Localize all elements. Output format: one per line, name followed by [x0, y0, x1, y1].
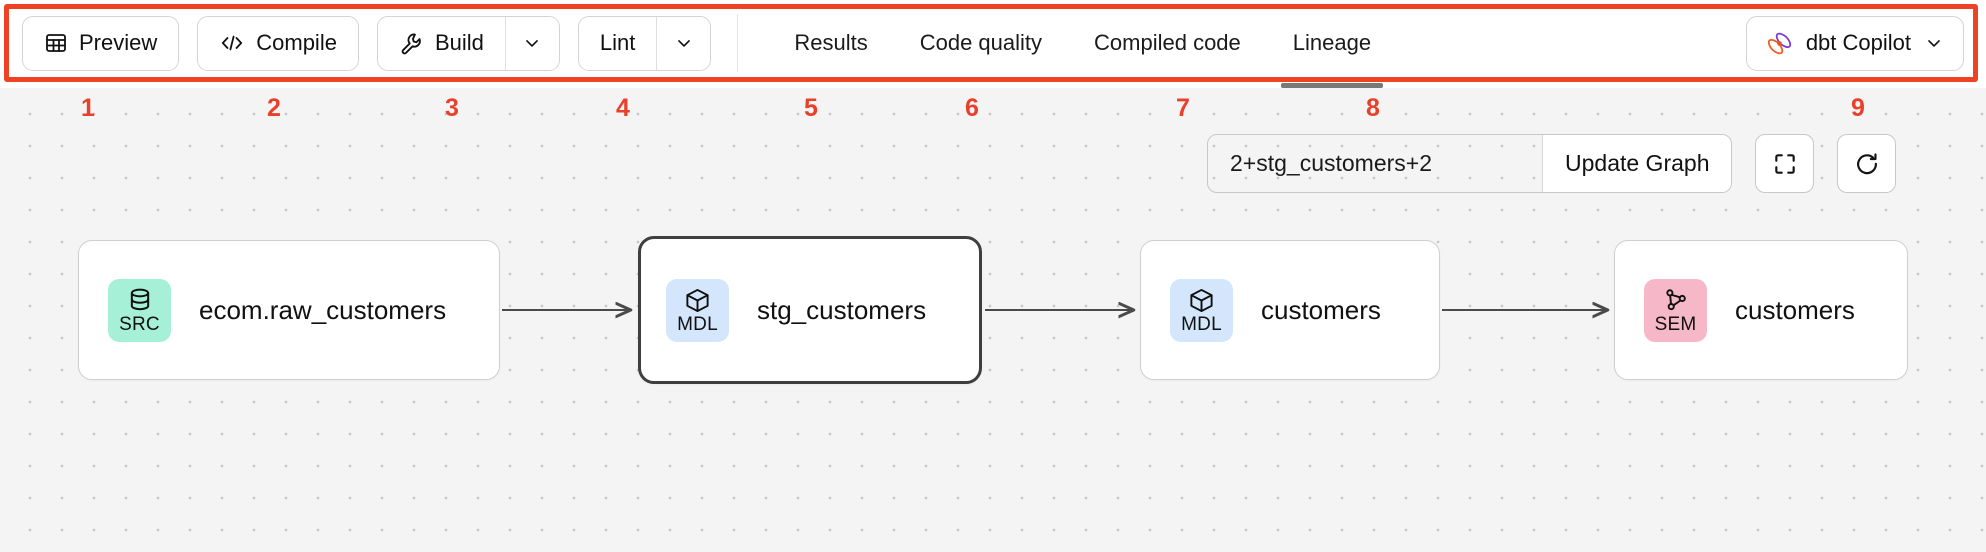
build-button-group: Build	[376, 15, 560, 71]
dbt-copilot-button[interactable]: dbt Copilot	[1745, 15, 1964, 71]
cube-icon	[1188, 287, 1215, 314]
node-selector-input[interactable]	[1208, 135, 1542, 192]
compile-button[interactable]: Compile	[198, 16, 358, 70]
refresh-button[interactable]	[1837, 134, 1897, 193]
node-title-source: ecom.raw_customers	[199, 294, 447, 325]
node-title-customers-model: customers	[1261, 294, 1381, 325]
build-dropdown-toggle[interactable]	[504, 16, 559, 70]
node-title-customers-semantic: customers	[1735, 294, 1855, 325]
graph-controls: Update Graph	[1207, 134, 1897, 193]
wrench-icon	[399, 31, 424, 56]
annotation-marker: 1	[81, 94, 95, 122]
table-icon	[44, 31, 68, 55]
toolbar-divider	[737, 14, 739, 72]
chevron-down-icon	[522, 33, 542, 53]
tab-lineage[interactable]: Lineage	[1267, 0, 1397, 88]
database-icon	[126, 286, 154, 314]
preview-button[interactable]: Preview	[23, 16, 179, 70]
node-title-stg-customers: stg_customers	[757, 294, 927, 325]
build-button[interactable]: Build	[377, 16, 505, 70]
lineage-node-source[interactable]: SRC ecom.raw_customers	[78, 240, 500, 380]
badge-mdl-customers-label: MDL	[1181, 313, 1222, 335]
annotation-marker: 6	[965, 94, 979, 122]
annotation-marker: 8	[1366, 94, 1380, 122]
dbt-copilot-sparkle-icon	[1766, 30, 1793, 57]
tab-results[interactable]: Results	[794, 30, 868, 55]
lint-button-group: Lint	[577, 15, 712, 71]
refresh-icon	[1854, 151, 1880, 177]
editor-toolbar: Preview Compile	[0, 0, 1986, 88]
chevron-down-icon	[674, 33, 694, 53]
result-tabs: Results Code quality Compiled code Linea…	[768, 0, 1397, 88]
badge-mdl-customers: MDL	[1170, 278, 1233, 342]
badge-sem-label: SEM	[1654, 313, 1697, 335]
preview-button-group: Preview	[22, 15, 180, 71]
fit-to-screen-button[interactable]	[1755, 134, 1815, 193]
semantic-graph-icon	[1662, 287, 1689, 314]
badge-mdl-stg-label: MDL	[677, 313, 718, 335]
badge-src: SRC	[108, 278, 171, 342]
annotation-marker: 3	[445, 94, 459, 122]
code-brackets-icon	[219, 31, 245, 55]
cube-icon	[684, 287, 711, 314]
dbt-copilot-label: dbt Copilot	[1805, 30, 1911, 55]
badge-mdl-stg: MDL	[666, 278, 729, 342]
annotation-marker: 7	[1176, 94, 1190, 122]
tab-compiled-code[interactable]: Compiled code	[1094, 30, 1241, 55]
badge-src-label: SRC	[119, 314, 160, 335]
compile-button-label: Compile	[256, 30, 337, 55]
badge-sem: SEM	[1644, 278, 1707, 342]
preview-button-label: Preview	[79, 30, 158, 55]
lineage-node-stg-customers[interactable]: MDL stg_customers	[638, 236, 982, 384]
annotation-marker: 2	[267, 94, 281, 122]
compile-button-group: Compile	[197, 15, 359, 71]
lineage-node-customers-semantic[interactable]: SEM customers	[1614, 240, 1908, 380]
build-button-label: Build	[434, 30, 484, 55]
lint-button[interactable]: Lint	[578, 16, 657, 70]
update-graph-button[interactable]: Update Graph	[1542, 135, 1732, 192]
annotation-marker: 5	[804, 94, 818, 122]
annotation-marker: 4	[616, 94, 630, 122]
lint-dropdown-toggle[interactable]	[656, 16, 711, 70]
lint-button-label: Lint	[599, 30, 636, 55]
tab-code-quality[interactable]: Code quality	[919, 30, 1043, 55]
node-selector-group: Update Graph	[1207, 134, 1733, 193]
annotation-marker: 9	[1851, 94, 1865, 122]
fit-to-screen-icon	[1772, 151, 1798, 177]
chevron-down-icon	[1924, 33, 1944, 53]
lineage-node-customers-model[interactable]: MDL customers	[1140, 240, 1440, 380]
